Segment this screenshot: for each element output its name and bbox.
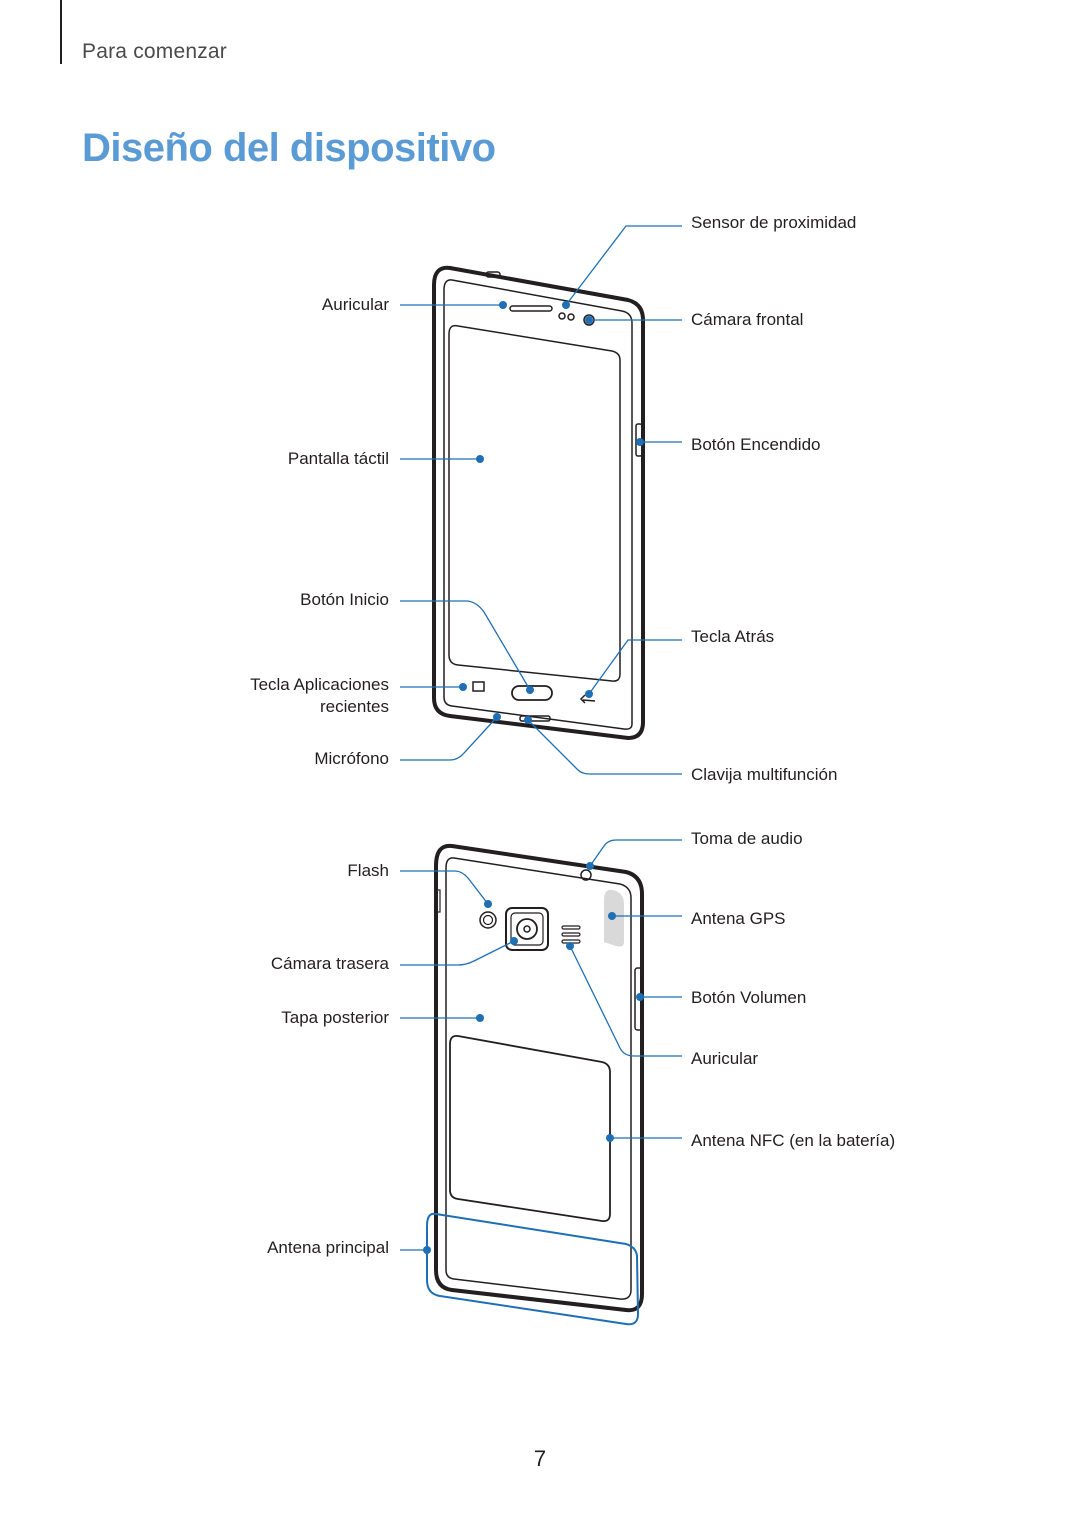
touchscreen-callout-dot (476, 455, 484, 463)
camera-housing-outer (505, 907, 549, 951)
back-device (434, 843, 644, 1313)
speaker-callout-dot (566, 942, 574, 950)
proximity-sensor-dot-2 (567, 313, 575, 321)
earpiece-grille (509, 305, 553, 312)
label-proximity-sensor: Sensor de proximidad (691, 213, 857, 232)
home-callout-dot (526, 686, 534, 694)
front-inner-bezel (443, 279, 633, 730)
label-earpiece: Auricular (321, 295, 389, 314)
recent-apps-key-icon (472, 681, 485, 692)
front-callout-dots (459, 301, 644, 724)
label-recent-apps-line1: Tecla Aplicaciones (250, 675, 389, 694)
main-antenna-outline (426, 1212, 640, 1326)
main-antenna-callout-dot (423, 1246, 431, 1254)
front-outer-body (432, 265, 645, 741)
speaker-grille-2 (561, 932, 581, 937)
front-screen (448, 324, 621, 682)
back-callout-dots (423, 862, 644, 1254)
gps-callout-dot (608, 912, 616, 920)
flash-inner (482, 914, 494, 926)
label-back-key: Tecla Atrás (691, 627, 775, 646)
back-key-callout-dot (585, 690, 593, 698)
front-device (432, 265, 645, 741)
front-camera-callout-dot (585, 316, 593, 324)
back-cover-callout-dot (476, 1014, 484, 1022)
flash-callout-dot (484, 900, 492, 908)
recent-apps-callout-dot (459, 683, 467, 691)
camera-lens-inner (523, 925, 531, 933)
label-rear-camera: Cámara trasera (270, 954, 389, 973)
label-nfc-antenna: Antena NFC (en la batería) (691, 1131, 896, 1150)
label-flash: Flash (347, 861, 389, 880)
label-touchscreen: Pantalla táctil (287, 449, 389, 468)
label-headset-jack: Toma de audio (691, 829, 803, 848)
nfc-antenna-area (449, 1035, 611, 1223)
earpiece-callout-dot (499, 301, 507, 309)
header-rule (60, 0, 62, 64)
back-outer-body (434, 843, 644, 1313)
bottom-connector (519, 715, 551, 722)
back-callouts (400, 839, 682, 1251)
rear-camera-callout-dot (510, 937, 518, 945)
home-button (511, 685, 553, 701)
label-back-cover: Tapa posterior (281, 1008, 389, 1027)
label-volume-button: Botón Volumen (691, 988, 807, 1007)
label-home-button: Botón Inicio (300, 590, 389, 609)
label-recent-apps-line2: recientes (320, 697, 389, 716)
label-front-camera: Cámara frontal (691, 310, 804, 329)
proximity-callout-dot (562, 301, 570, 309)
back-key-icon (579, 694, 596, 704)
power-callout-dot (636, 438, 644, 446)
microphone-callout-dot (493, 713, 501, 721)
page-title: Diseño del dispositivo (82, 126, 496, 170)
top-jack-slot (485, 271, 501, 278)
label-multipurpose-jack: Clavija multifunción (691, 765, 838, 784)
flash-outer (479, 911, 497, 929)
label-speaker: Auricular (691, 1049, 759, 1068)
label-gps-antenna: Antena GPS (691, 909, 786, 928)
label-power-button: Botón Encendido (691, 435, 821, 454)
headset-jack-hole (580, 869, 592, 881)
back-inner-edge (445, 857, 632, 1300)
camera-lens-outer (516, 918, 538, 940)
page-number: 7 (533, 1446, 547, 1471)
volume-callout-dot (636, 993, 644, 1001)
front-callouts (400, 225, 682, 775)
jack-callout-dot (524, 716, 532, 724)
label-main-antenna: Antena principal (267, 1238, 389, 1257)
label-microphone: Micrófono (314, 749, 389, 768)
section-label: Para comenzar (82, 40, 227, 63)
camera-housing-inner (510, 912, 544, 946)
nfc-callout-dot (606, 1134, 614, 1142)
back-side-slot-left (436, 889, 441, 913)
speaker-grille-1 (561, 925, 581, 930)
proximity-sensor-dot-1 (558, 312, 566, 320)
headset-jack-callout-dot (586, 862, 594, 870)
